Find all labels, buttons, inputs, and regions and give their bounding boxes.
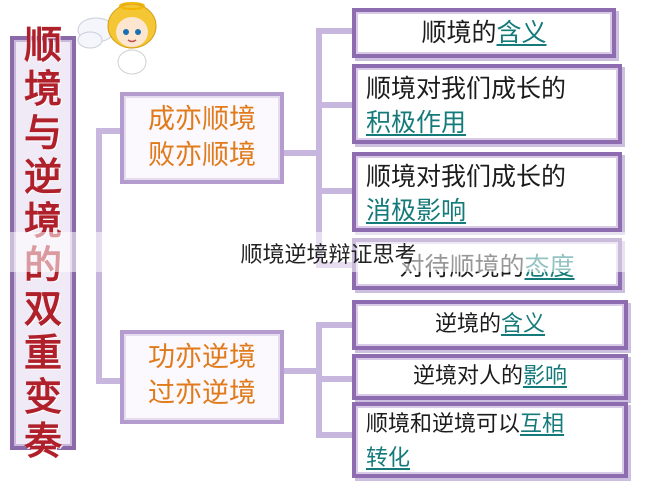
branch-line: 过亦逆境	[148, 378, 256, 409]
connector-line	[282, 150, 318, 156]
caption-band	[0, 232, 657, 272]
title-char: 境	[23, 67, 62, 111]
angel-icon	[77, 2, 157, 75]
connector-line	[316, 432, 354, 438]
topic-adverse-influence: 逆境对人的影响	[352, 354, 628, 400]
meaning-link[interactable]: 含义	[496, 18, 547, 47]
topic-adverse-meaning: 逆境的含义	[352, 300, 628, 350]
topic-prefix: 逆境对人的	[412, 364, 523, 389]
topic-line: 顺境对我们成长的	[366, 74, 567, 103]
connector-line	[96, 378, 122, 384]
topic-line: 顺境对我们成长的	[366, 162, 567, 191]
title-char: 重	[23, 331, 62, 375]
title-char: 变	[23, 375, 62, 419]
positive-effect-link[interactable]: 积极作用	[366, 108, 467, 137]
title-char: 双	[23, 287, 62, 331]
title-char: 与	[23, 111, 62, 155]
topic-prefix: 顺境的	[421, 18, 497, 47]
title-char: 顺	[23, 23, 62, 67]
topic-favorable-meaning: 顺境的含义	[352, 8, 616, 58]
connector-line	[316, 28, 354, 34]
title-char: 奏	[23, 419, 62, 463]
connector-line	[316, 322, 354, 328]
branch-favorable: 成亦顺境 败亦顺境	[120, 92, 284, 184]
negative-effect-link[interactable]: 消极影响	[366, 196, 467, 225]
connector-line	[316, 102, 354, 108]
connector-line	[282, 368, 318, 374]
influence-link[interactable]: 影响	[523, 364, 568, 389]
branch-line: 败亦顺境	[148, 140, 256, 171]
transform-link[interactable]: 转化	[366, 446, 411, 471]
topic-favorable-negative: 顺境对我们成长的 消极影响	[352, 152, 622, 232]
meaning-link[interactable]: 含义	[501, 312, 546, 337]
branch-line: 成亦顺境	[148, 104, 256, 135]
topic-prefix: 逆境的	[434, 312, 501, 337]
title-char: 逆	[23, 155, 62, 199]
topic-mutual-transform: 顺境和逆境可以互相 转化	[352, 402, 628, 478]
topic-prefix: 顺境和逆境可以	[366, 412, 521, 437]
connector-line	[316, 376, 354, 382]
connector-line	[316, 28, 322, 268]
connector-line	[316, 188, 354, 194]
branch-line: 功亦逆境	[148, 342, 256, 373]
caption-text: 顺境逆境辩证思考	[240, 243, 417, 268]
topic-favorable-positive: 顺境对我们成长的 积极作用	[352, 64, 622, 144]
branch-adverse: 功亦逆境 过亦逆境	[120, 330, 284, 424]
connector-line	[96, 128, 122, 134]
mutual-link[interactable]: 互相	[520, 412, 565, 437]
